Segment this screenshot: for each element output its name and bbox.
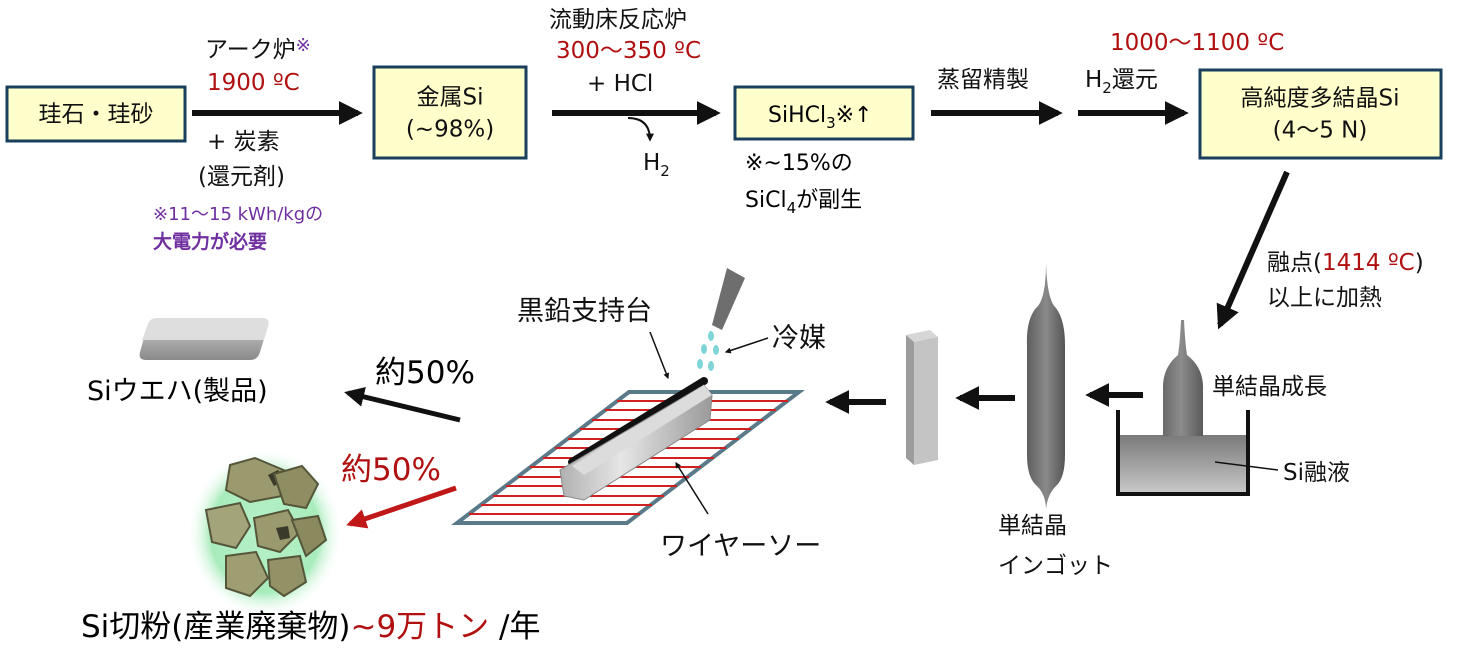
heating-label: 以上に加熱	[1267, 285, 1382, 311]
graphite-holder-label: 黒鉛支持台	[517, 296, 652, 327]
sicl4-note-line1: ※~15%の	[745, 151, 853, 176]
h2-byproduct-arrow	[627, 117, 654, 142]
reductant-label: (還元剤)	[198, 164, 285, 190]
si-block-on-saw	[559, 384, 713, 501]
ingot-label-line2: インゴット	[998, 553, 1113, 579]
arc-furnace-temp: 1900 ºC	[207, 70, 300, 96]
sicl4-note-line2: SiCl4が副生	[745, 188, 862, 217]
wafer-percentage: 約50%	[375, 355, 475, 391]
poly-si-label: 高純度多結晶Si	[1241, 86, 1400, 112]
si-melt-label: Si融液	[1283, 460, 1350, 486]
melting-point-label: 融点(1414 ºC)	[1267, 250, 1424, 276]
graphite-holder	[568, 377, 708, 466]
h2-byproduct: H2	[643, 150, 670, 180]
coolant-pointer	[724, 337, 769, 354]
wire-saw-pointer	[675, 461, 709, 515]
power-note-line1: ※11〜15 kWh/kgの	[153, 204, 323, 225]
ingot-shape	[1026, 262, 1065, 510]
metal-si-box: 金属Si (~98%)	[372, 65, 528, 160]
si-melt-pointer	[1214, 461, 1279, 471]
carbon-additive: + 炭素	[207, 129, 280, 155]
poly-si-purity: (4〜5 N)	[1273, 118, 1368, 144]
reactor-temp: 300〜350 ºC	[556, 38, 701, 64]
si-sludge-icon	[187, 448, 343, 618]
metal-si-label: 金属Si	[417, 85, 484, 111]
ingot-label-line1: 単結晶	[998, 513, 1067, 539]
cropped-bar	[906, 330, 938, 465]
coolant-label: 冷媒	[772, 323, 826, 354]
coolant-nozzle	[697, 268, 745, 371]
power-note-line2: 大電力が必要	[153, 230, 267, 253]
arrow-to-melt	[1216, 170, 1290, 330]
metal-si-purity: (~98%)	[406, 117, 494, 143]
arc-furnace-label: アーク炉※	[205, 35, 311, 63]
sihcl3-label: SiHCl3※↑	[768, 103, 873, 132]
holder-pointer	[649, 331, 670, 380]
h2-reduction-label: H2還元	[1085, 67, 1158, 97]
sihcl3-box: SiHCl3※↑	[733, 85, 915, 141]
fluidized-bed-reactor-label: 流動床反応炉	[549, 7, 687, 33]
silica-label: 珪石・珪砂	[39, 102, 154, 128]
waste-label: Si切粉(産業廃棄物)~9万トン /年	[81, 609, 541, 645]
wafer-icon	[139, 318, 269, 360]
waste-percentage: 約50%	[341, 452, 441, 488]
arrow-to-wafer	[344, 387, 461, 423]
distillation-label: 蒸留精製	[937, 67, 1029, 93]
single-crystal-growth-label: 単結晶成長	[1212, 374, 1327, 400]
silica-box: 珪石・珪砂	[5, 85, 187, 143]
arrow-to-waste	[346, 485, 457, 529]
hcl-reagent: + HCl	[587, 71, 653, 97]
crystal-growth-crucible	[1116, 320, 1250, 496]
poly-si-box: 高純度多結晶Si (4〜5 N)	[1198, 68, 1443, 160]
wafer-product-label: Siウエハ(製品)	[87, 376, 268, 407]
reduction-temp: 1000〜1100 ºC	[1110, 30, 1284, 56]
wire-saw-label: ワイヤーソー	[660, 531, 821, 562]
